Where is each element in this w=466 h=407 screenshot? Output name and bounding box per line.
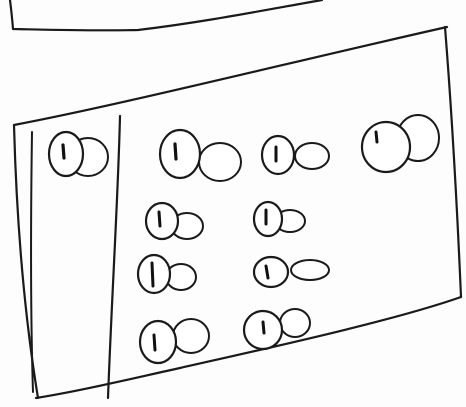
grid-item-eye-pair[interactable] xyxy=(146,203,203,239)
grid-item-eye-pair[interactable] xyxy=(362,115,439,172)
eye-pair-icon xyxy=(138,255,196,293)
eye-pair-icon xyxy=(254,257,329,287)
grid-item-eye-pair[interactable] xyxy=(244,309,310,349)
grid-item-eye-pair[interactable] xyxy=(262,136,329,174)
eye-pair-icon xyxy=(244,309,310,349)
grid-item-eye-pair[interactable] xyxy=(254,257,329,287)
eye-pair-icon xyxy=(140,319,209,363)
eye-pair-icon xyxy=(262,136,329,174)
grid-item-eye-pair[interactable] xyxy=(138,255,196,293)
grid-item-eye-pair[interactable] xyxy=(254,202,305,236)
sidebar-item-eye-pair[interactable] xyxy=(49,132,108,176)
eye-pair-icon xyxy=(49,132,108,176)
grid-item-eye-pair[interactable] xyxy=(160,130,241,181)
top-panel xyxy=(10,0,322,30)
eye-pair-icon xyxy=(146,203,203,239)
eye-pair-icon xyxy=(362,115,439,172)
grid xyxy=(138,115,439,363)
grid-item-eye-pair[interactable] xyxy=(140,319,209,363)
eye-pair-icon xyxy=(254,202,305,236)
main-panel xyxy=(14,27,461,398)
eye-pair-icon xyxy=(160,130,241,181)
